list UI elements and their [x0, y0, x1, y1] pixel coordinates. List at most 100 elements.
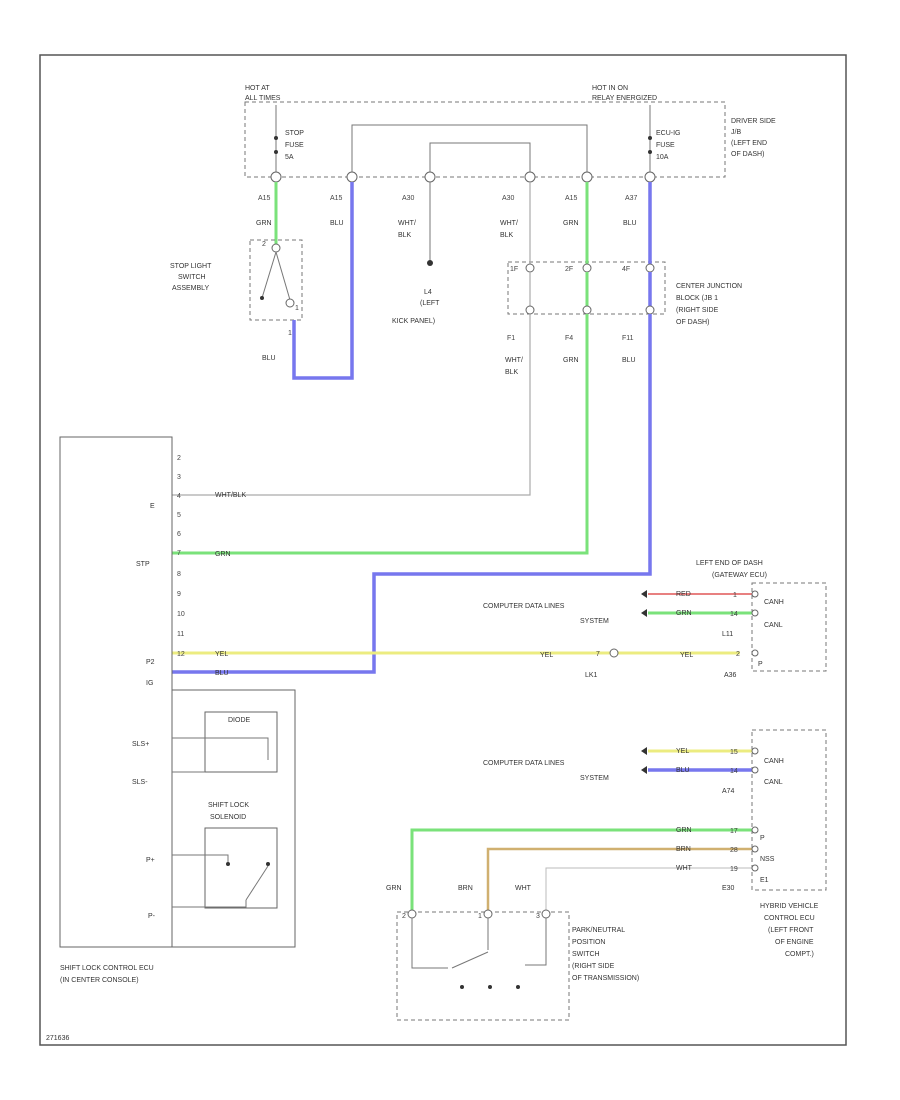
- lk1-pin: 7: [596, 651, 600, 658]
- hot-in-label-1: HOT IN ON: [592, 85, 628, 92]
- center-jb-pin-2f: 2F: [565, 266, 573, 273]
- diagram-frame: [39, 54, 847, 1046]
- wire-wht-blk-e: [172, 314, 531, 496]
- top-wire-color-2: BLU: [330, 220, 344, 227]
- stop-switch-pin-1: 1: [295, 305, 299, 312]
- hv-sig-e1: E1: [760, 877, 769, 884]
- center-jb-wire-1b: BLK: [505, 369, 519, 376]
- ecu-title-2: (IN CENTER CONSOLE): [60, 977, 139, 984]
- ground-label-1: L4: [424, 289, 432, 296]
- gateway-sys-2: SYSTEM: [580, 618, 609, 625]
- hv-arrow-yel: [641, 747, 647, 755]
- solenoid-label-2: SOLENOID: [210, 814, 246, 821]
- ecu-pin-6: 6: [177, 531, 181, 538]
- hot-at-label-1: HOT AT: [245, 85, 270, 92]
- gateway-ecu: LEFT END OF DASH (GATEWAY ECU) COMPUTER …: [483, 560, 827, 679]
- pn-wire-wht: WHT: [515, 885, 532, 892]
- gateway-conn-a36: A36: [724, 672, 737, 679]
- ecu-fuse-line-1: ECU-IG: [656, 130, 681, 137]
- ecu-pin-10: 10: [177, 611, 185, 618]
- hv-canl-color: BLU: [676, 767, 690, 774]
- stop-switch-out-pin: 1: [288, 330, 292, 337]
- ecu-pin-2: 2: [177, 455, 181, 462]
- center-jb-out-f4: F4: [565, 335, 573, 342]
- ecu-label-e: E: [150, 503, 155, 510]
- hv-sys-2: SYSTEM: [580, 775, 609, 782]
- top-pin-5: A15: [565, 195, 578, 202]
- hv-canl-label: CANL: [764, 779, 783, 786]
- top-wire-color-5: GRN: [563, 220, 579, 227]
- ecu-pin-4: 4: [177, 493, 181, 500]
- pn-wire-brn: BRN: [458, 885, 473, 892]
- gateway-pin-p: 2: [736, 651, 740, 658]
- wire-blu-stop-loop: [292, 182, 354, 380]
- jb-label-3: (LEFT END: [731, 140, 767, 147]
- hv-conn-e30: E30: [722, 885, 735, 892]
- ecu-fuse-line-2: FUSE: [656, 142, 675, 149]
- top-wire-color-3a: WHT/: [398, 220, 416, 227]
- center-jb-wire-1a: WHT/: [505, 357, 523, 364]
- gateway-canh-color: RED: [676, 591, 691, 598]
- stop-fuse-icon: [274, 136, 278, 140]
- solenoid-label-1: SHIFT LOCK: [208, 802, 249, 809]
- hv-label-2: CONTROL ECU: [764, 915, 815, 922]
- hv-canh-color: YEL: [676, 748, 689, 755]
- ecu-label-p-plus: P+: [146, 857, 155, 864]
- pn-pin-2: 2: [402, 913, 406, 920]
- gateway-conn-id: L11: [722, 631, 733, 638]
- pn-wire-grn: GRN: [386, 885, 402, 892]
- ecu-wire-p2: YEL: [215, 651, 228, 658]
- stop-switch-label-2: SWITCH: [178, 274, 206, 281]
- center-jb-pin-4f: 4F: [622, 266, 630, 273]
- stop-light-switch: 2 1 STOP LIGHT SWITCH ASSEMBLY 1 BLU: [170, 182, 354, 380]
- stop-fuse-line-3: 5A: [285, 154, 294, 161]
- ecu-outline: [59, 436, 173, 948]
- top-wire-color-1: GRN: [256, 220, 272, 227]
- solenoid-switch-icon: [245, 865, 269, 901]
- pn-switch-outline: [396, 911, 570, 1021]
- stop-switch-out-wire: BLU: [262, 355, 276, 362]
- gateway-sys-1: COMPUTER DATA LINES: [483, 603, 565, 610]
- stop-switch-label-3: ASSEMBLY: [172, 285, 210, 292]
- top-pin-1: A15: [258, 195, 271, 202]
- center-jb-label-1: CENTER JUNCTION: [676, 283, 742, 290]
- ecu-pin-3: 3: [177, 474, 181, 481]
- hv-sys-1: COMPUTER DATA LINES: [483, 760, 565, 767]
- stop-switch-contact-icon: [261, 251, 277, 299]
- lk1-label: LK1: [585, 672, 598, 679]
- pn-pin-1: 1: [478, 913, 482, 920]
- gateway-label-1: LEFT END OF DASH: [696, 560, 763, 567]
- ground-icon: [427, 260, 433, 266]
- hv-arrow-blu: [641, 766, 647, 774]
- hv-pin-28: 28: [730, 847, 738, 854]
- gateway-label-p: P: [758, 661, 763, 668]
- gateway-outline: [751, 582, 827, 672]
- hv-label-5: COMPT.): [785, 951, 814, 958]
- ecu-pin-12: 12: [177, 651, 185, 658]
- pn-switch-contact-icon: [451, 951, 489, 969]
- hv-wire-color-3: WHT: [676, 865, 693, 872]
- diode-label: DIODE: [228, 717, 251, 724]
- ecu-label-p2: P2: [146, 659, 155, 666]
- gateway-yel-mid: YEL: [540, 652, 553, 659]
- wire-grn-pn-p: [410, 828, 752, 912]
- gateway-canh-label: CANH: [764, 599, 784, 606]
- wire-blu-ig: [172, 314, 652, 674]
- driver-side-jb: HOT AT ALL TIMES HOT IN ON RELAY ENERGIZ…: [244, 85, 776, 239]
- stop-fuse-line-2: FUSE: [285, 142, 304, 149]
- jb-outline: [244, 101, 726, 178]
- gateway-canl-pin: 14: [730, 611, 738, 618]
- gateway-arrow-grn: [641, 609, 647, 617]
- gateway-yel-right: YEL: [680, 652, 693, 659]
- jb-label-2: J/B: [731, 129, 741, 136]
- ecu-wire-ig: BLU: [215, 670, 229, 677]
- hv-label-1: HYBRID VEHICLE: [760, 903, 819, 910]
- hv-label-4: OF ENGINE: [775, 939, 814, 946]
- footer-code: 271636: [46, 1035, 69, 1042]
- pn-label-5: OF TRANSMISSION): [572, 975, 639, 982]
- hot-in-label-2: RELAY ENERGIZED: [592, 95, 657, 102]
- ecu-pin-11: 11: [177, 631, 184, 638]
- center-jb-label-2: BLOCK (JB 1: [676, 295, 718, 302]
- shift-lock-ecu: 2 3 4 5 6 7 8 9 10 11 12 E STP P2 IG WHT…: [59, 436, 296, 984]
